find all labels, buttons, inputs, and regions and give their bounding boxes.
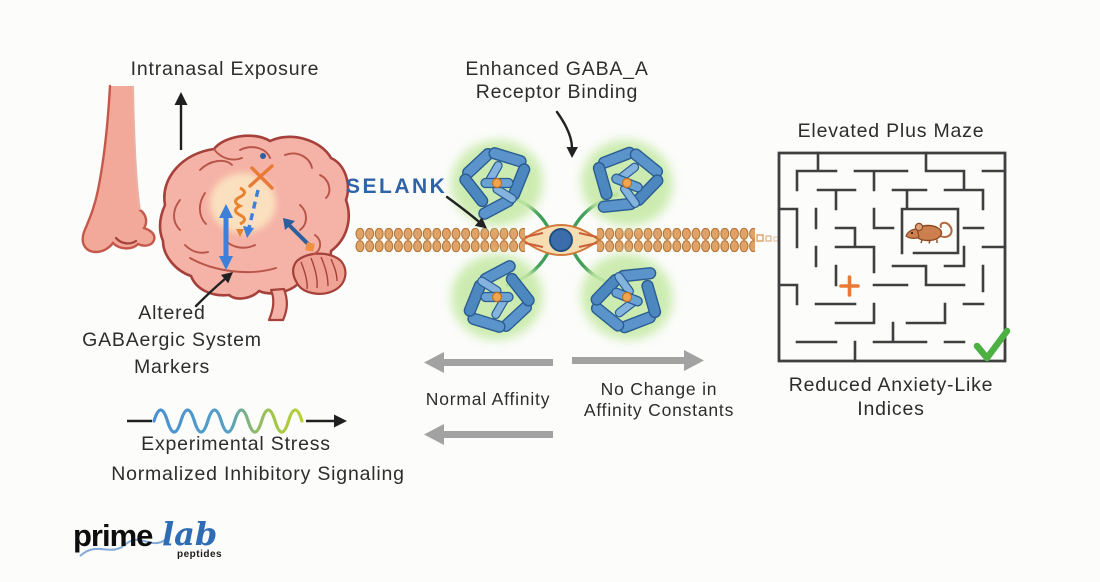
experimental-stress-label: Experimental Stress xyxy=(141,433,331,455)
no-change-affinity-label: No Change in Affinity Constants xyxy=(584,379,734,421)
right-arrow-icon xyxy=(572,350,704,371)
left-arrow-icon xyxy=(424,352,553,373)
curved-arrow-icon xyxy=(555,110,578,158)
gaba-receptor-icon xyxy=(445,130,682,350)
enhanced-gaba-label: Enhanced GABA_A Receptor Binding xyxy=(465,58,648,104)
normal-affinity-label: Normal Affinity xyxy=(425,389,551,409)
logo-lab-text: lab xyxy=(162,515,218,553)
brain-activity-markers-icon xyxy=(219,153,315,270)
reduced-anxiety-line1: Reduced Anxiety-Like xyxy=(788,374,994,396)
plus-marker-icon xyxy=(839,275,860,297)
reduced-anxiety-label: Reduced Anxiety-Like Indices xyxy=(789,373,994,421)
curved-arrow-icon xyxy=(194,272,233,308)
curved-arrow-icon xyxy=(445,195,487,229)
checkmark-icon xyxy=(973,327,1011,362)
elevated-plus-maze-label: Elevated Plus Maze xyxy=(797,120,985,142)
no-change-line1: No Change in xyxy=(600,379,718,399)
enhanced-gaba-line2: Receptor Binding xyxy=(475,81,639,103)
logo-peptides-text: peptides xyxy=(177,549,223,560)
stress-wave-icon xyxy=(127,408,347,434)
altered-line2: GABAergic System xyxy=(82,329,262,351)
reduced-anxiety-line2: Indices xyxy=(857,398,925,420)
nose-icon xyxy=(81,84,156,254)
normalized-inhibitory-label: Normalized Inhibitory Signaling xyxy=(111,463,405,485)
altered-line3: Markers xyxy=(133,356,211,378)
primelab-logo: prime lab peptides xyxy=(73,515,243,570)
altered-line1: Altered xyxy=(138,302,206,324)
up-arrow-icon xyxy=(174,92,188,150)
logo-prime-text: prime xyxy=(73,518,153,553)
intranasal-exposure-label: Intranasal Exposure xyxy=(130,58,320,80)
altered-gabaergic-label: Altered GABAergic System Markers xyxy=(82,300,262,381)
mouse-icon xyxy=(905,221,953,244)
no-change-line2: Affinity Constants xyxy=(583,400,735,420)
left-arrow-icon xyxy=(424,424,553,445)
brain-icon xyxy=(158,134,351,322)
membrane-icon xyxy=(355,228,779,252)
enhanced-gaba-line1: Enhanced GABA_A xyxy=(465,58,649,80)
logo-scribble-icon xyxy=(79,538,166,557)
maze-icon xyxy=(777,151,1007,363)
selank-label: SELANK xyxy=(346,175,448,198)
